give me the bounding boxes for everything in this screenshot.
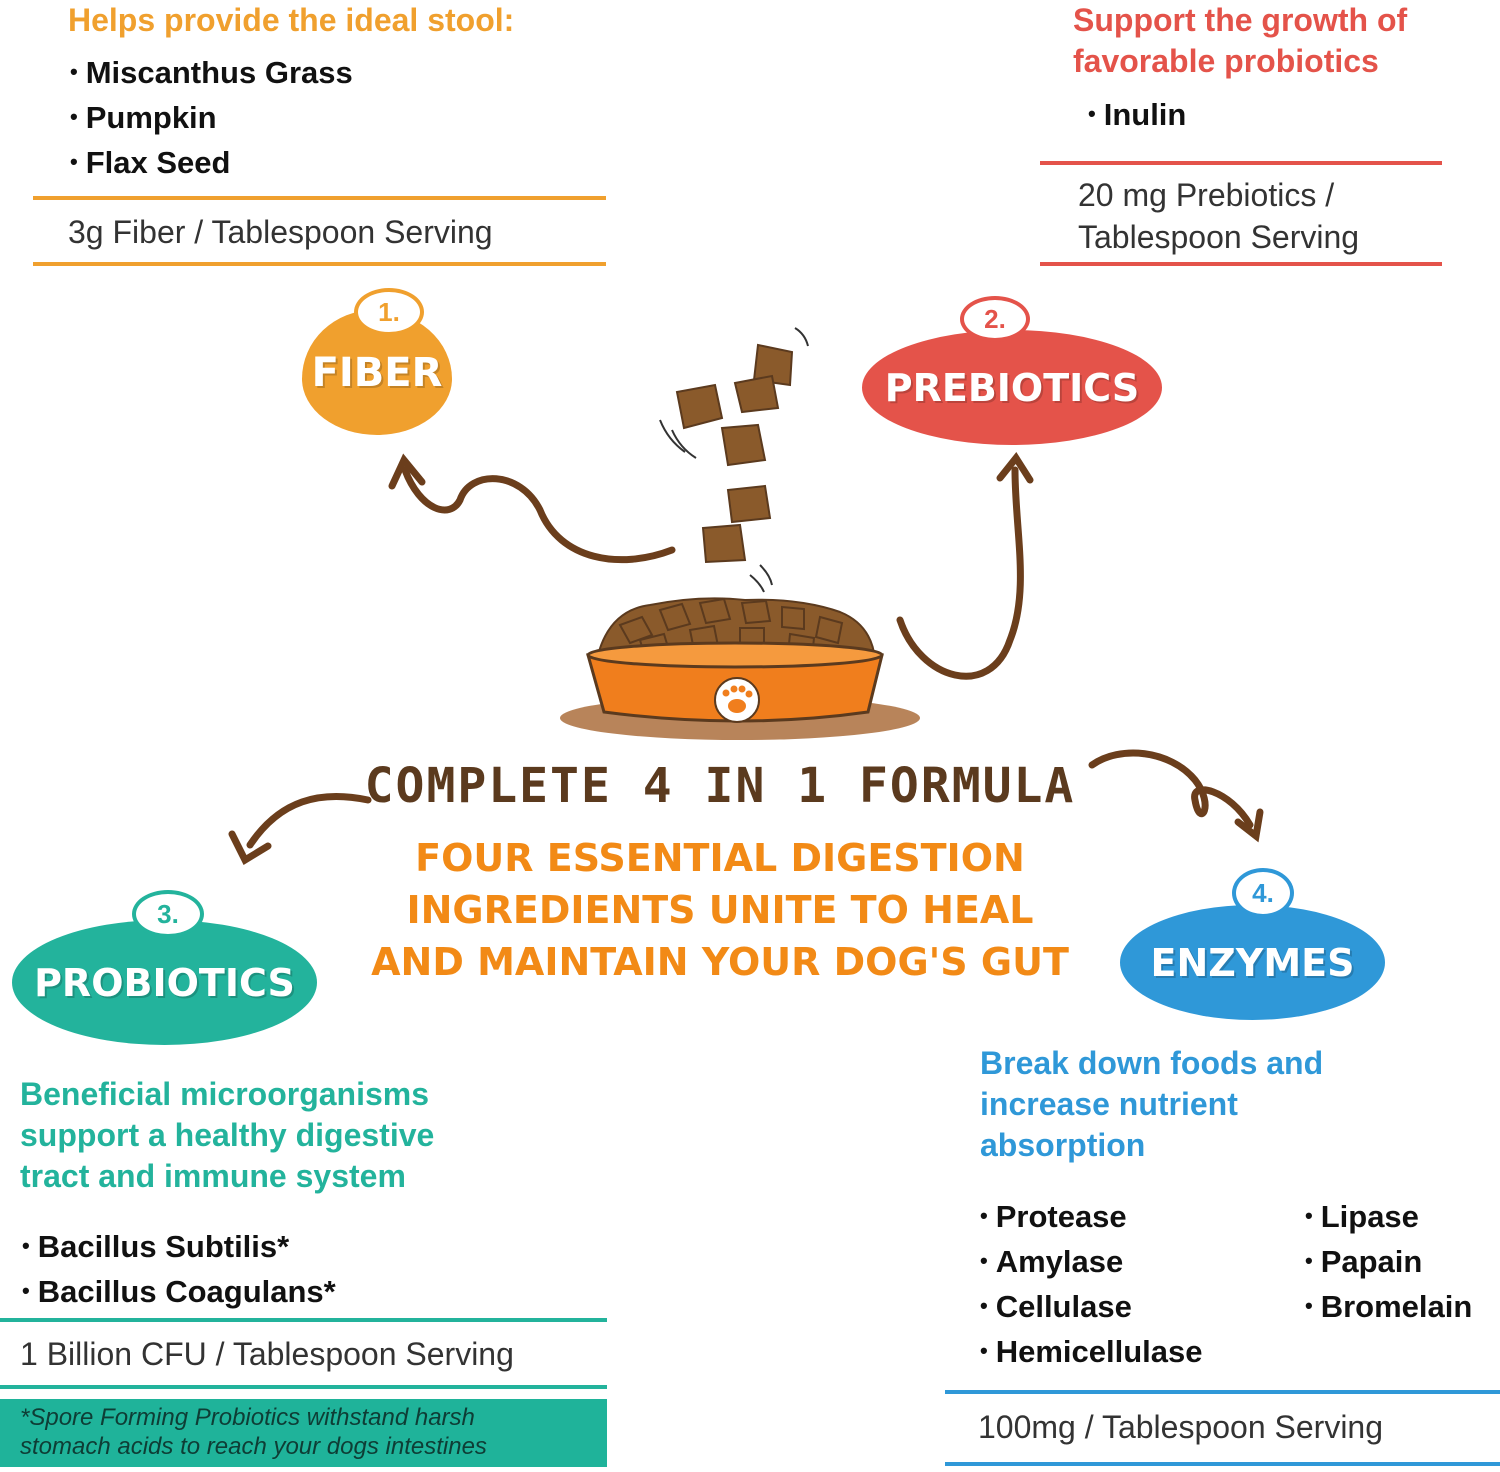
list-item: Protease (980, 1196, 1203, 1241)
list-item: Hemicellulase (980, 1331, 1203, 1376)
list-item: Bromelain (1305, 1286, 1473, 1331)
enzymes-ingredient-list-2: Lipase Papain Bromelain (1305, 1196, 1473, 1331)
divider (33, 196, 606, 200)
probiotics-section: Beneficial microorganisms support a heal… (20, 1074, 434, 1197)
list-item: Inulin (1088, 94, 1187, 139)
prebiotics-title-line1: Support the growth of (1073, 2, 1408, 38)
list-item: Bacillus Subtilis* (22, 1226, 336, 1271)
center-headline-block: COMPLETE 4 IN 1 FORMULA (360, 758, 1080, 814)
subheadline-line1: FOUR ESSENTIAL DIGESTION (415, 836, 1025, 880)
arrow-to-probiotics (246, 792, 372, 849)
enzymes-serving: 100mg / Tablespoon Serving (978, 1409, 1384, 1445)
divider (945, 1390, 1500, 1394)
headline: COMPLETE 4 IN 1 FORMULA (364, 758, 1076, 814)
probiotics-note: *Spore Forming Probiotics withstand hars… (0, 1399, 607, 1467)
enzymes-number: 4. (1232, 868, 1294, 918)
arrow-to-prebiotics (896, 466, 1024, 680)
enzymes-title-line1: Break down foods and (980, 1045, 1324, 1081)
subheadline-line3: AND MAINTAIN YOUR DOG'S GUT (371, 940, 1069, 984)
prebiotics-serving-line1: 20 mg Prebiotics / (1078, 177, 1335, 213)
probiotics-note-line2: stomach acids to reach your dogs intesti… (20, 1433, 487, 1460)
divider (1040, 161, 1442, 165)
prebiotics-serving: 20 mg Prebiotics / Tablespoon Serving (1078, 174, 1359, 258)
fiber-section: Helps provide the ideal stool: (68, 0, 514, 41)
probiotics-title-line2: support a healthy digestive (20, 1117, 435, 1153)
probiotics-badge-label: PROBIOTICS (34, 960, 295, 1005)
motion-lines (659, 327, 809, 593)
divider (0, 1318, 607, 1322)
probiotics-title-line3: tract and immune system (20, 1158, 406, 1194)
enzymes-badge: ENZYMES (1120, 905, 1385, 1020)
divider (33, 262, 606, 266)
probiotics-serving: 1 Billion CFU / Tablespoon Serving (20, 1336, 514, 1372)
prebiotics-serving-line2: Tablespoon Serving (1078, 219, 1360, 255)
probiotics-title-line1: Beneficial microorganisms (20, 1076, 430, 1112)
fiber-title: Helps provide the ideal stool: (68, 2, 515, 38)
arrow-to-fiber (401, 466, 676, 564)
arrow-to-enzymes (1088, 749, 1254, 829)
enzymes-title-line3: absorption (980, 1127, 1146, 1163)
list-item: Bacillus Coagulans* (22, 1271, 336, 1316)
fiber-number: 1. (354, 288, 424, 336)
fiber-badge-label: FIBER (311, 349, 443, 396)
list-item: Cellulase (980, 1286, 1203, 1331)
fiber-ingredient-list: Miscanthus Grass Pumpkin Flax Seed (70, 52, 353, 187)
center-subheadline-block: FOUR ESSENTIAL DIGESTION INGREDIENTS UNI… (340, 832, 1100, 988)
prebiotics-badge-label: PREBIOTICS (884, 365, 1140, 410)
kibble-pieces (675, 343, 794, 564)
enzymes-badge-label: ENZYMES (1150, 940, 1355, 985)
prebiotics-section: Support the growth of favorable probioti… (1073, 0, 1407, 82)
list-item: Papain (1305, 1241, 1472, 1286)
subheadline-line2: INGREDIENTS UNITE TO HEAL (406, 888, 1034, 932)
list-item: Miscanthus Grass (70, 52, 353, 97)
probiotics-badge: PROBIOTICS (12, 920, 317, 1045)
prebiotics-title-line2: favorable probiotics (1073, 43, 1379, 79)
fiber-serving: 3g Fiber / Tablespoon Serving (68, 214, 493, 250)
divider (945, 1462, 1500, 1466)
probiotics-note-line1: *Spore Forming Probiotics withstand hars… (20, 1404, 475, 1431)
prebiotics-ingredient-list: Inulin (1088, 94, 1187, 139)
enzymes-title-line2: increase nutrient (980, 1086, 1238, 1122)
list-item: Pumpkin (70, 97, 353, 142)
enzymes-ingredient-list-1: Protease Amylase Cellulase Hemicellulase (980, 1196, 1203, 1376)
prebiotics-number: 2. (960, 296, 1030, 342)
prebiotics-badge: PREBIOTICS (862, 330, 1162, 445)
paw-icon (714, 677, 760, 723)
enzymes-section: Break down foods and increase nutrient a… (980, 1043, 1323, 1166)
probiotics-number: 3. (132, 890, 204, 938)
divider (1040, 262, 1442, 266)
list-item: Flax Seed (70, 142, 353, 187)
list-item: Amylase (980, 1241, 1203, 1286)
divider (0, 1385, 607, 1389)
list-item: Lipase (1305, 1196, 1472, 1241)
probiotics-ingredient-list: Bacillus Subtilis* Bacillus Coagulans* (22, 1226, 336, 1316)
